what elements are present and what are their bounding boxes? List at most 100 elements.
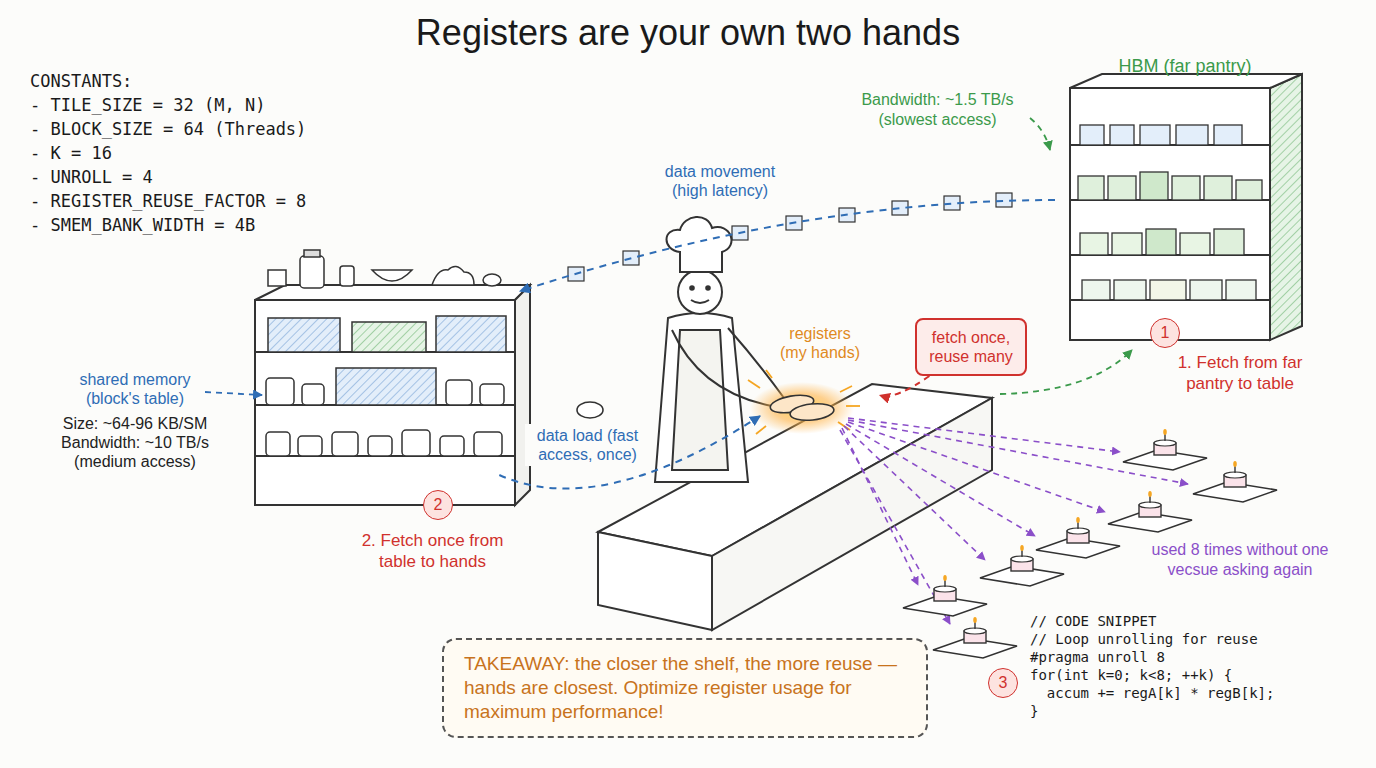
chef-figure (655, 217, 784, 482)
shared-memory-leader (205, 392, 262, 395)
hbm-boxes-part (1108, 176, 1136, 200)
node-text: registers (my hands) (774, 324, 866, 362)
node-body-text: Size: ~64-96 KB/SM Bandwidth: ~10 TB/s (… (40, 414, 230, 471)
hands-glow-part (750, 382, 854, 434)
code-text: for(int k=0; k<8; ++k) { (1030, 666, 1330, 684)
connector-label: data load (fast access, once) (525, 424, 650, 466)
shared-shelf-drawing (255, 285, 530, 505)
code-text: #pragma unroll 8 (1030, 648, 1330, 666)
reuse-callout-box: fetch once, reuse many (915, 318, 1027, 376)
shared-shelf-items-part (336, 368, 436, 405)
hbm-boxes-part (1150, 280, 1186, 300)
hbm-boxes-part (1112, 233, 1142, 255)
shared-memory-shelf: shared memory (block's table) Size: ~64-9… (20, 270, 520, 475)
diagram-title: Registers are your own two hands (0, 12, 1376, 54)
node-text: 3 (999, 674, 1008, 692)
annotation-label: Bandwidth: ~1.5 TB/s (slowest access) (850, 90, 1025, 130)
shared-shelf-items-part (432, 266, 474, 285)
hbm-boxes-part (1080, 233, 1108, 255)
shared-shelf-items-part (483, 274, 501, 286)
code-text: - REGISTER_REUSE_FACTOR = 8 (30, 190, 350, 212)
hbm-boxes-part (1226, 280, 1256, 300)
annotation-label: used 8 times without one vecsue asking a… (1140, 540, 1340, 580)
code-text: accum += regA[k] * regB[k]; (1030, 684, 1330, 702)
reuse-arrows-part (842, 428, 918, 585)
reuse-arrows-part (844, 426, 985, 560)
callout-number: 3 (988, 668, 1018, 698)
code-text: CONSTANTS: (30, 70, 350, 92)
shared-shelf-items-part (352, 322, 426, 352)
shared-shelf-drawing-part (255, 300, 515, 505)
work-table-part (712, 398, 992, 630)
shared-shelf-items-part (266, 378, 294, 405)
annotation-label: 1. Fetch from far pantry to table (1160, 352, 1320, 394)
shared-shelf-items-part (268, 270, 286, 286)
data-cubes (568, 193, 1012, 281)
cake-plates-part (1036, 517, 1120, 558)
hbm-boxes-part (1190, 280, 1222, 300)
bandwidth-leader (1030, 118, 1050, 150)
callout-number: 1 (1150, 318, 1180, 348)
hbm-boxes-part (1080, 125, 1104, 145)
code-text: - BLOCK_SIZE = 64 (Threads) (30, 118, 350, 140)
node-text: shared memory (block's table) (60, 370, 210, 408)
hbm-boxes-part (1172, 176, 1200, 200)
cake-plates-part (1108, 491, 1192, 532)
hands-glow-part-part (766, 370, 772, 378)
hbm-shelf: HBM (far pantry) (1055, 55, 1317, 345)
chef-figure-part (672, 330, 728, 470)
hbm-shelf-drawing-part (1270, 74, 1302, 340)
dashed-connector (499, 416, 760, 489)
chef-figure-part (690, 286, 694, 290)
hbm-boxes-part (1204, 176, 1232, 200)
code-text: - K = 16 (30, 142, 350, 164)
hands-glow-part-part (756, 426, 766, 434)
shared-shelf-items-part (268, 318, 340, 352)
cake-plates-part (903, 575, 987, 616)
bread-loaf (577, 402, 603, 418)
chef-figure-part (706, 286, 710, 290)
reuse-arrows-part (848, 418, 1120, 452)
shared-shelf-items-part (446, 380, 472, 405)
cake-plates-part (1123, 429, 1207, 470)
hands-glow-part (789, 402, 834, 423)
cake-plates-part (933, 617, 1017, 658)
hbm-boxes-part (1214, 229, 1244, 255)
node-text: 1 (1161, 324, 1170, 342)
shared-shelf-items-part (302, 384, 324, 405)
node-text: TAKEAWAY: the closer the shelf, the more… (464, 652, 906, 724)
shared-shelf-drawing-part (255, 285, 530, 300)
register-hands: registers (my hands) (760, 322, 880, 432)
hbm-boxes-part (1140, 172, 1168, 200)
hands-glow-part (748, 370, 860, 434)
hbm-boxes (1078, 125, 1262, 300)
dashed-connector (880, 376, 929, 396)
reuse-arrows-part (848, 420, 1188, 484)
shared-shelf-items-part (440, 436, 464, 456)
hbm-boxes-part (1214, 125, 1242, 145)
hbm-boxes-part (1146, 229, 1176, 255)
shared-shelf-items-part (368, 436, 392, 456)
hbm-shelf-drawing (1070, 74, 1302, 340)
hbm-boxes-part (1180, 233, 1210, 255)
node-text: HBM (far pantry) (1055, 55, 1315, 77)
shared-shelf-items-part (436, 316, 506, 352)
code-text: - UNROLL = 4 (30, 166, 350, 188)
hbm-boxes-part (1078, 176, 1104, 200)
hbm-shelf-drawing-part (1070, 88, 1270, 340)
takeaway-box: TAKEAWAY: the closer the shelf, the more… (442, 638, 928, 738)
shared-shelf-items-part (298, 436, 322, 456)
shared-shelf-items (266, 250, 506, 456)
hbm-boxes-part (1140, 125, 1170, 145)
chef-figure-part (667, 217, 732, 272)
shared-shelf-items-part (304, 250, 320, 257)
connector-label: data movement (high latency) (650, 160, 790, 202)
chef-figure-part (672, 330, 772, 406)
cake-plates-part (980, 545, 1064, 586)
code-text: - SMEM_BANK_WIDTH = 4B (30, 214, 350, 236)
chef-figure-part (678, 270, 722, 314)
dashed-connector (520, 200, 1055, 291)
hbm-shelf-drawing-part (1070, 74, 1302, 88)
